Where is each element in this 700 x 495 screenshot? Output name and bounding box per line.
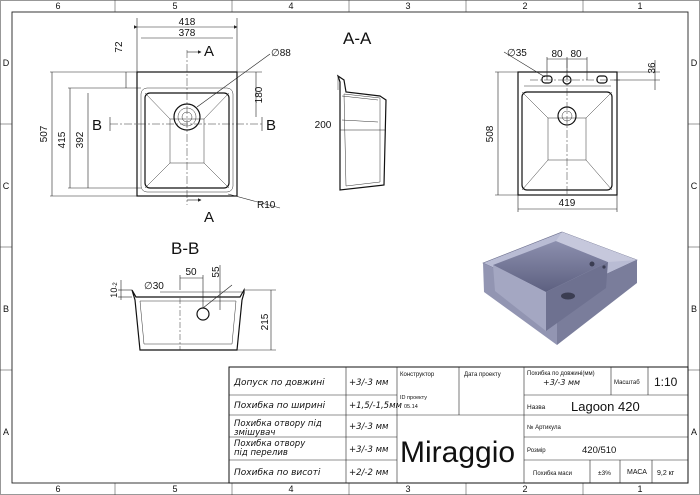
dim-419: 419	[559, 198, 576, 209]
right-outline	[517, 71, 618, 196]
tol-mixer-line2: змішувач	[234, 428, 275, 438]
dim-10-value: 10	[109, 288, 119, 298]
tol-width-label: Похибка по ширині	[234, 401, 326, 411]
mass-value: 9,2 кг	[657, 470, 675, 477]
section-bb-view: B-B ∅30 50 55 10-2 215	[109, 239, 276, 351]
dim-508: 508	[485, 125, 496, 142]
dim-378: 378	[179, 28, 196, 39]
tol-length-label: Допуск по довжині	[233, 378, 325, 388]
dim-50: 50	[185, 267, 197, 278]
col-label: 1	[637, 1, 642, 11]
size-value: 420/510	[582, 445, 616, 456]
tol-overflow-line1: Похибка отвору	[234, 439, 306, 449]
tol-overflow-value: +3/-3 мм	[349, 445, 389, 455]
tol-length-value: +3/-3 мм	[349, 378, 389, 388]
constructor-label: Конструктор	[400, 372, 435, 378]
dim-55: 55	[211, 266, 222, 278]
dim-200: 200	[315, 120, 332, 131]
dim-10-sub: -2	[113, 282, 119, 288]
row-label: B	[691, 304, 697, 314]
col-label: 4	[288, 484, 293, 494]
section-bb-title: B-B	[171, 239, 199, 258]
tol-height-value: +2/-2 мм	[349, 468, 389, 478]
dim-215: 215	[260, 313, 271, 330]
dim-30: ∅30	[144, 281, 164, 292]
title-block: Допуск по довжині +3/-3 мм Похибка по ши…	[228, 366, 689, 484]
project-id-value: 05.14	[404, 404, 418, 410]
mass-err-value: ±3%	[598, 470, 611, 477]
dim-36: 36	[647, 62, 658, 74]
col-label: 2	[522, 1, 527, 11]
col-label: 6	[55, 484, 60, 494]
length-err-label: Похибка по довжині(мм)	[527, 371, 595, 377]
dim-418: 418	[179, 17, 196, 28]
dim-88: ∅88	[271, 48, 291, 59]
dim-r10: R10	[257, 200, 276, 211]
row-label: A	[3, 427, 9, 437]
tol-width-value: +1,5/-1,5мм	[349, 401, 403, 411]
mass-err-label: Похибка маси	[533, 471, 572, 477]
name-label: Назва	[527, 404, 546, 411]
section-aa-title: A-A	[343, 29, 372, 48]
row-label: B	[3, 304, 9, 314]
row-label: D	[3, 58, 10, 68]
dim-392: 392	[75, 131, 86, 148]
project-date-label: Дата проекту	[464, 372, 501, 378]
col-label: 3	[405, 1, 410, 11]
frame-labels: 6 5 4 3 2 1 6 5 4 3 2 1 D C B A D C B A	[3, 1, 698, 494]
dim-10: 10-2	[109, 282, 119, 298]
col-label: 5	[172, 1, 177, 11]
col-label: 4	[288, 1, 293, 11]
top-view: A A B B 418 378 72 ∅88 180 507 415 392 R…	[39, 17, 291, 226]
project-id-label: ID проекту	[400, 395, 427, 401]
dim-415: 415	[57, 131, 68, 148]
section-b-left: B	[92, 117, 102, 134]
section-aa-view: A-A 200	[315, 29, 387, 191]
dim-507: 507	[39, 125, 50, 142]
col-label: 5	[172, 484, 177, 494]
scale-label: Масштаб	[614, 380, 640, 386]
dim-35: ∅35	[507, 48, 527, 59]
tol-overflow-label: Похибка отвору під перелив	[234, 439, 308, 458]
brand-logo: Miraggio	[400, 436, 515, 469]
col-label: 2	[522, 484, 527, 494]
tol-mixer-line1: Похибка отвору під	[234, 419, 322, 429]
row-label: D	[691, 58, 698, 68]
right-view: 80 80 ∅35 36 508 419	[485, 48, 660, 212]
row-label: C	[691, 181, 698, 191]
dim-80-right: 80	[570, 49, 582, 60]
length-err-value: +3/-3 мм	[543, 378, 580, 387]
sink-3d-render	[482, 231, 638, 345]
row-label: A	[691, 427, 697, 437]
tol-mixer-value: +3/-3 мм	[349, 422, 389, 432]
tol-height-label: Похибка по висоті	[234, 468, 321, 478]
section-a-bottom: A	[204, 209, 214, 226]
scale-value: 1:10	[654, 375, 678, 389]
size-label: Розмір	[527, 448, 546, 454]
dim-72: 72	[114, 41, 125, 53]
col-label: 6	[55, 1, 60, 11]
col-label: 1	[637, 484, 642, 494]
row-label: C	[3, 181, 10, 191]
section-a-top: A	[204, 43, 214, 60]
mass-label: МАСА	[627, 469, 647, 476]
section-b-right: B	[266, 117, 276, 134]
dim-80-left: 80	[551, 49, 563, 60]
article-label: № Артикула	[527, 424, 561, 431]
name-value: Lagoon 420	[571, 399, 640, 414]
dim-180: 180	[254, 86, 265, 103]
tol-overflow-line2: під перелив	[234, 448, 288, 458]
col-label: 3	[405, 484, 410, 494]
tol-mixer-label: Похибка отвору під змішувач	[234, 419, 324, 438]
